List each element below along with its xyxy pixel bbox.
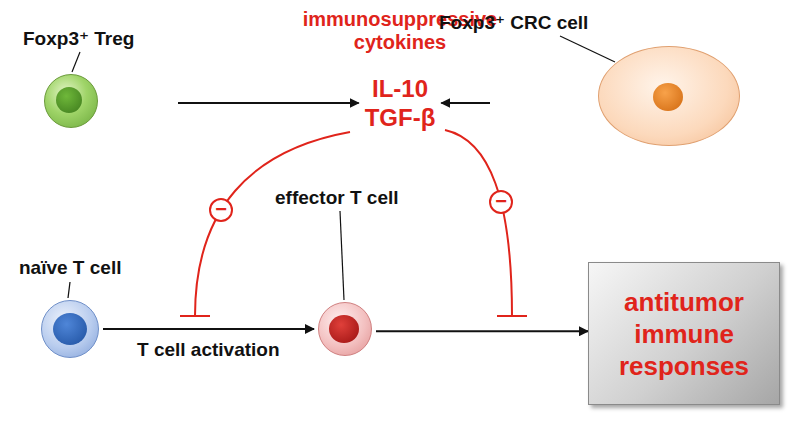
leader-line	[72, 52, 80, 72]
effector-t-cell: effector T cell	[318, 302, 372, 356]
cell-nucleus	[653, 83, 683, 111]
cell-label: effector T cell	[275, 187, 399, 209]
crc-cell: Foxp3⁺ CRC cell	[598, 46, 740, 146]
leader-line	[340, 211, 344, 300]
cytokine-name: IL-10	[365, 74, 436, 103]
cytokine-name: TGF-β	[365, 103, 436, 132]
box-text: antitumor immune responses	[599, 286, 769, 382]
cell-label: Foxp3⁺ CRC cell	[439, 11, 588, 34]
inhibition-sign: −	[489, 190, 513, 214]
cell-label: Foxp3⁺ Treg	[23, 27, 134, 50]
inhibition-sign: −	[209, 198, 233, 222]
inhibition-bar	[180, 315, 210, 317]
response-box: antitumor immune responses	[588, 262, 780, 405]
inhibition-curve	[445, 130, 512, 316]
cell-nucleus	[329, 315, 359, 343]
leader-line	[68, 282, 70, 298]
arrow-connector	[376, 330, 588, 332]
leader-line	[560, 36, 615, 62]
inhibition-curve	[195, 132, 350, 316]
treg-cell: Foxp3⁺ Treg	[44, 74, 98, 128]
cytokine-list: IL-10TGF-β	[365, 74, 436, 132]
arrow-connector	[178, 102, 359, 104]
cell-nucleus	[53, 313, 87, 345]
arrow-connector	[441, 102, 490, 104]
inhibition-bar	[497, 315, 527, 317]
cell-nucleus	[56, 87, 82, 113]
arrow-connector	[103, 328, 314, 330]
edge-label: T cell activation	[135, 339, 282, 361]
naive-t-cell: naïve T cell	[41, 300, 99, 358]
cell-label: naïve T cell	[19, 257, 121, 279]
